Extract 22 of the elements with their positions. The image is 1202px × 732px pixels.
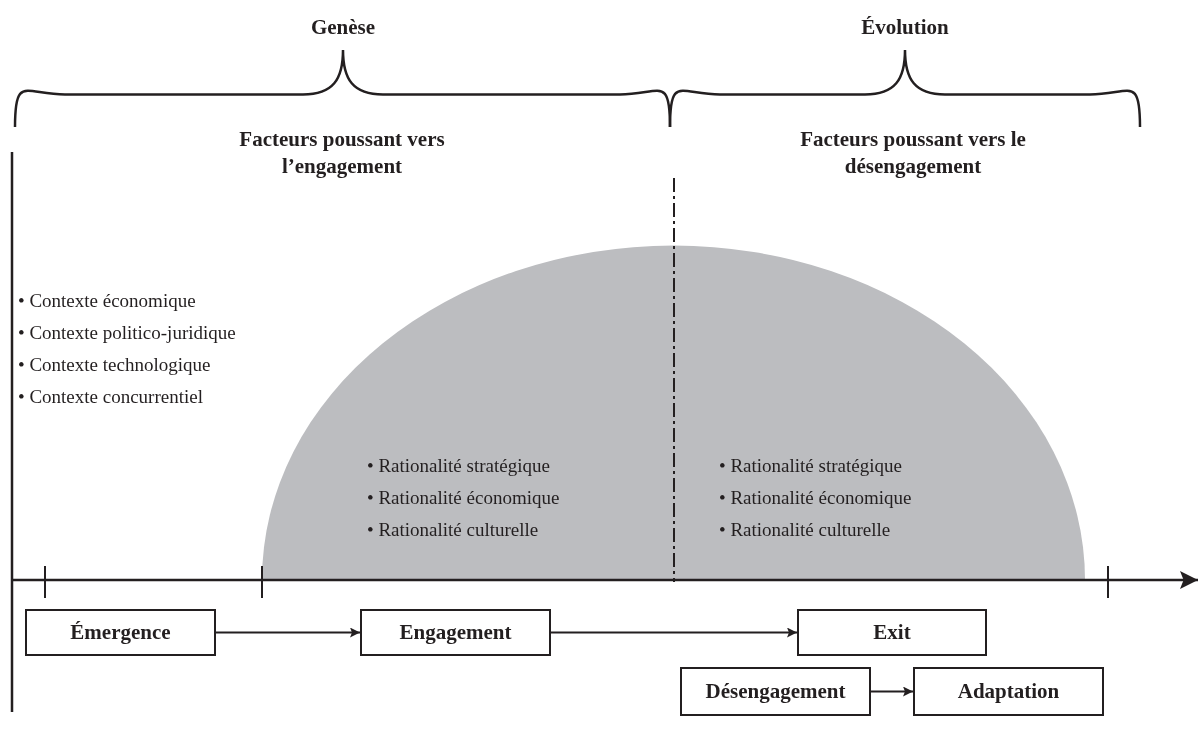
heading: Facteurs poussant vers le désengagement	[799, 126, 1027, 181]
stage-box: Adaptation	[913, 667, 1104, 716]
bullet-item: • Contexte économique	[18, 290, 196, 312]
bullet-item: • Rationalité stratégique	[719, 455, 902, 477]
heading: Genèse	[309, 14, 377, 41]
bullet-item: • Rationalité stratégique	[367, 455, 550, 477]
bullet-item: • Contexte technologique	[18, 354, 211, 376]
bullet-item: • Rationalité culturelle	[367, 519, 539, 541]
heading: Évolution	[860, 14, 950, 41]
stage-box: Engagement	[360, 609, 551, 656]
arrow	[215, 627, 361, 638]
bullet-item: • Rationalité culturelle	[719, 519, 891, 541]
stage-box: Exit	[797, 609, 987, 656]
bullet-item: • Contexte politico-juridique	[18, 322, 236, 344]
arrow	[550, 627, 798, 638]
stage-box: Désengagement	[680, 667, 871, 716]
heading: Facteurs poussant vers l’engagement	[238, 126, 446, 181]
bullet-item: • Contexte concurrentiel	[18, 386, 203, 408]
bullet-item: • Rationalité économique	[367, 487, 560, 509]
bullet-item: • Rationalité économique	[719, 487, 912, 509]
stage-box: Émergence	[25, 609, 216, 656]
arrow	[870, 686, 914, 697]
